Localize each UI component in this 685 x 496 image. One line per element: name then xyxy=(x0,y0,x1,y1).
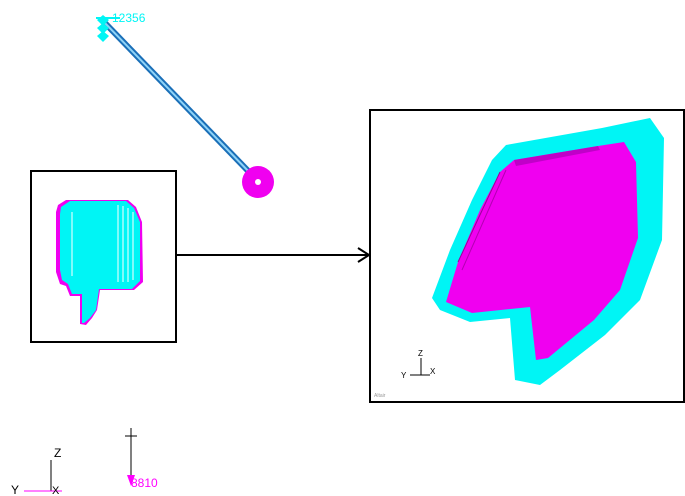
node-label-bottom: 8810 xyxy=(131,476,158,490)
global-triad-x: X xyxy=(52,485,60,496)
source-part-model[interactable] xyxy=(56,200,143,325)
zoom-arrow xyxy=(176,247,371,263)
node-label-top: 12356 xyxy=(112,11,146,25)
load-node-bottom[interactable] xyxy=(125,428,137,486)
inset-triad-x: X xyxy=(430,367,436,376)
global-triad: Z Y X xyxy=(11,446,62,496)
zoomed-part-model[interactable] xyxy=(432,118,664,385)
constraint-node-top[interactable] xyxy=(96,15,120,42)
global-triad-z: Z xyxy=(54,446,61,460)
global-triad-y: Y xyxy=(11,483,19,496)
mass-element[interactable] xyxy=(242,166,274,198)
inset-triad-z: Z xyxy=(418,349,423,358)
inset-triad-y: Y xyxy=(401,371,407,380)
beam-element[interactable] xyxy=(100,18,256,179)
inset-watermark: Altair xyxy=(374,393,386,399)
inset-triad: Z Y X xyxy=(401,349,436,380)
